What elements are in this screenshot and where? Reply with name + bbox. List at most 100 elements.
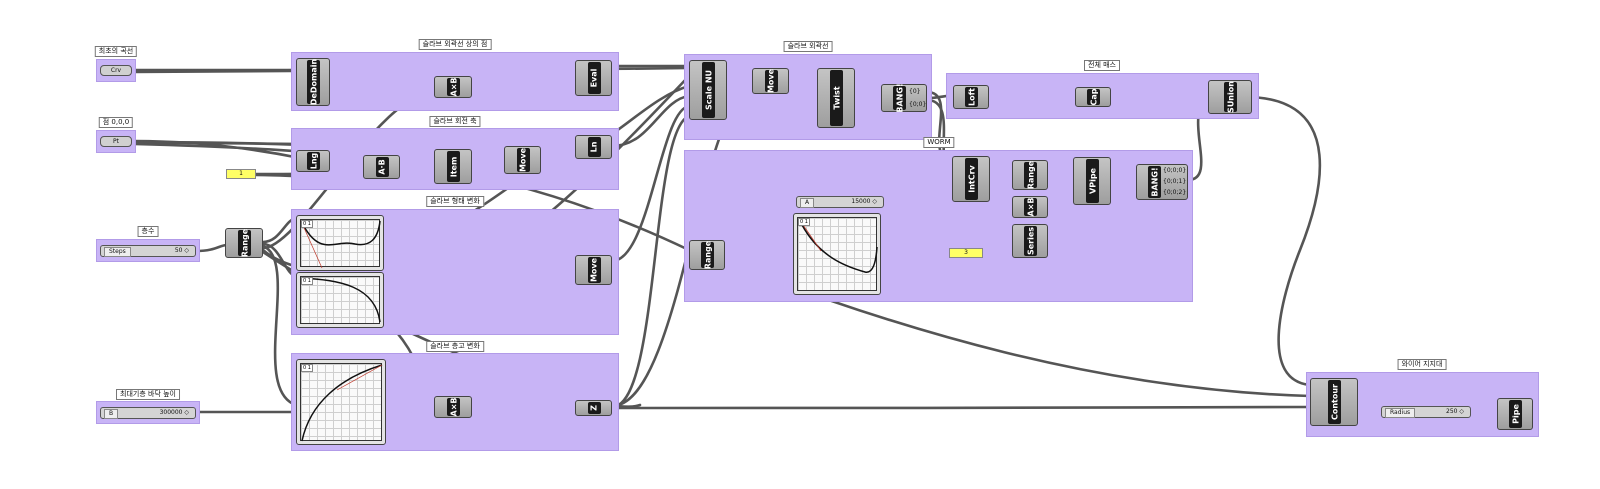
graph-grid bbox=[300, 363, 382, 441]
slider-name: Radius bbox=[1385, 408, 1416, 418]
graph-grid bbox=[300, 276, 380, 324]
bang-component[interactable]: BANG! {0;0;0} {0;0;1} {0;0;2} bbox=[1136, 164, 1188, 200]
component-name: Scale NU bbox=[702, 62, 715, 118]
dedomain-component[interactable]: DeDomain bbox=[296, 58, 330, 106]
bang-component[interactable]: BANG! {0} {0;0} bbox=[881, 83, 927, 113]
length-component[interactable]: Lng bbox=[296, 150, 330, 172]
group-label: 슬라브 회전 축 bbox=[429, 116, 481, 127]
pipe-component[interactable]: Pipe bbox=[1497, 398, 1533, 430]
graph-mapper-conic[interactable]: 0 1 bbox=[296, 272, 384, 328]
list-item-component[interactable]: Item bbox=[434, 149, 472, 184]
component-name: A×B bbox=[447, 77, 460, 97]
slider-value: 250 ◇ bbox=[1446, 408, 1464, 415]
panel-one[interactable]: 1 bbox=[226, 169, 256, 179]
eval-component[interactable]: Eval bbox=[575, 60, 612, 96]
height-slider[interactable]: B 300000 ◇ bbox=[100, 407, 196, 419]
range-component[interactable]: Range bbox=[1012, 160, 1048, 190]
interpolate-curve-component[interactable]: IntCrv bbox=[952, 156, 990, 202]
z-vector-component[interactable]: Z bbox=[575, 400, 612, 416]
variable-pipe-component[interactable]: VPipe bbox=[1073, 157, 1111, 205]
bang-output: {0;0;2} bbox=[1163, 189, 1187, 196]
slider-name: B bbox=[104, 409, 119, 419]
bang-output: {0} bbox=[909, 88, 921, 95]
panel-three[interactable]: 3 bbox=[949, 248, 983, 258]
multiply-component[interactable]: A×B bbox=[434, 76, 472, 98]
graph-tag: 0 1 bbox=[301, 277, 313, 285]
slider-value: 300000 ◇ bbox=[159, 409, 189, 416]
graph-grid bbox=[797, 217, 877, 291]
point-param[interactable]: Pt bbox=[100, 136, 132, 147]
component-name: Z bbox=[587, 402, 601, 414]
graph-mapper-power[interactable]: 0 1 bbox=[296, 359, 386, 445]
component-name: Move bbox=[587, 257, 601, 283]
slider-name: A bbox=[800, 198, 815, 208]
component-name: DeDomain bbox=[307, 58, 320, 106]
wire bbox=[610, 104, 691, 263]
slider-value: 50 ◇ bbox=[174, 247, 189, 254]
steps-slider[interactable]: Steps 50 ◇ bbox=[100, 245, 196, 257]
wire bbox=[610, 405, 1312, 410]
worm-a-slider[interactable]: A 15000 ◇ bbox=[796, 196, 884, 208]
graph-mapper-worm[interactable]: 0 1 bbox=[793, 213, 881, 295]
move-component[interactable]: Move bbox=[752, 68, 789, 94]
graph-curve bbox=[300, 277, 381, 323]
bang-output: {0;0;0} bbox=[1163, 167, 1187, 174]
wire bbox=[610, 94, 691, 148]
group-label: 슬라브 형태 변화 bbox=[426, 196, 484, 207]
component-body bbox=[1136, 164, 1188, 200]
loft-component[interactable]: Loft bbox=[953, 85, 989, 109]
move-component[interactable]: Move bbox=[504, 146, 541, 174]
component-name: VPipe bbox=[1086, 159, 1099, 203]
slider-name: Steps bbox=[104, 247, 131, 257]
component-name: Series bbox=[1024, 226, 1037, 256]
component-name: Contour bbox=[1328, 380, 1341, 424]
cap-component[interactable]: Cap bbox=[1075, 87, 1111, 107]
line-component[interactable]: Ln bbox=[575, 135, 612, 159]
graph-mapper-bezier[interactable]: 0 1 bbox=[296, 215, 384, 271]
component-name: Range bbox=[238, 228, 251, 258]
group-label: 슬라브 외곽선 상의 점 bbox=[418, 39, 492, 50]
wire bbox=[610, 114, 691, 409]
scale-nu-component[interactable]: Scale NU bbox=[689, 60, 727, 120]
group-label: 전체 매스 bbox=[1084, 60, 1120, 71]
range-component[interactable]: Range bbox=[689, 240, 725, 270]
component-name: A×B bbox=[1024, 197, 1037, 217]
param-label: 점 0,0,0 bbox=[98, 117, 134, 128]
group-label: 와이어 지지대 bbox=[1397, 359, 1447, 370]
twist-component[interactable]: Twist bbox=[817, 68, 855, 128]
radius-slider[interactable]: Radius 250 ◇ bbox=[1381, 406, 1471, 418]
graph-curve bbox=[300, 220, 381, 269]
solid-union-component[interactable]: SUnion bbox=[1208, 80, 1252, 114]
param-label: 최초의 곡선 bbox=[94, 46, 138, 57]
component-name: Eval bbox=[587, 62, 601, 94]
component-name: SUnion bbox=[1224, 81, 1237, 113]
graph-curve bbox=[301, 364, 383, 442]
component-name: IntCrv bbox=[965, 158, 978, 200]
component-name: A·B bbox=[375, 157, 389, 177]
bang-output: {0;0;1} bbox=[1163, 178, 1187, 185]
move-component[interactable]: Move bbox=[575, 255, 612, 285]
curve-param[interactable]: Crv bbox=[100, 65, 132, 76]
series-component[interactable]: Series bbox=[1012, 224, 1048, 258]
component-name: BANG! bbox=[1148, 166, 1161, 198]
dot-product-component[interactable]: A·B bbox=[363, 155, 400, 179]
wire bbox=[195, 243, 229, 253]
group-label: WORM bbox=[923, 137, 955, 148]
component-name: Pipe bbox=[1509, 400, 1522, 428]
component-name: A×B bbox=[447, 397, 460, 417]
multiply-component[interactable]: A×B bbox=[434, 396, 472, 418]
component-name: Loft bbox=[965, 87, 978, 107]
group-worm[interactable] bbox=[684, 150, 1193, 302]
graph-tag: 0 1 bbox=[798, 218, 810, 226]
component-name: Lng bbox=[307, 152, 320, 170]
wire bbox=[1243, 95, 1322, 387]
param-label: 최대기층 바닥 높이 bbox=[116, 389, 180, 400]
component-name: Range bbox=[701, 240, 714, 270]
graph-tag: 0 1 bbox=[301, 220, 313, 228]
component-name: Cap bbox=[1087, 88, 1100, 106]
range-component[interactable]: Range bbox=[225, 228, 263, 258]
multiply-component[interactable]: A×B bbox=[1012, 196, 1048, 218]
component-name: Move bbox=[764, 68, 778, 94]
contour-component[interactable]: Contour bbox=[1310, 378, 1358, 426]
